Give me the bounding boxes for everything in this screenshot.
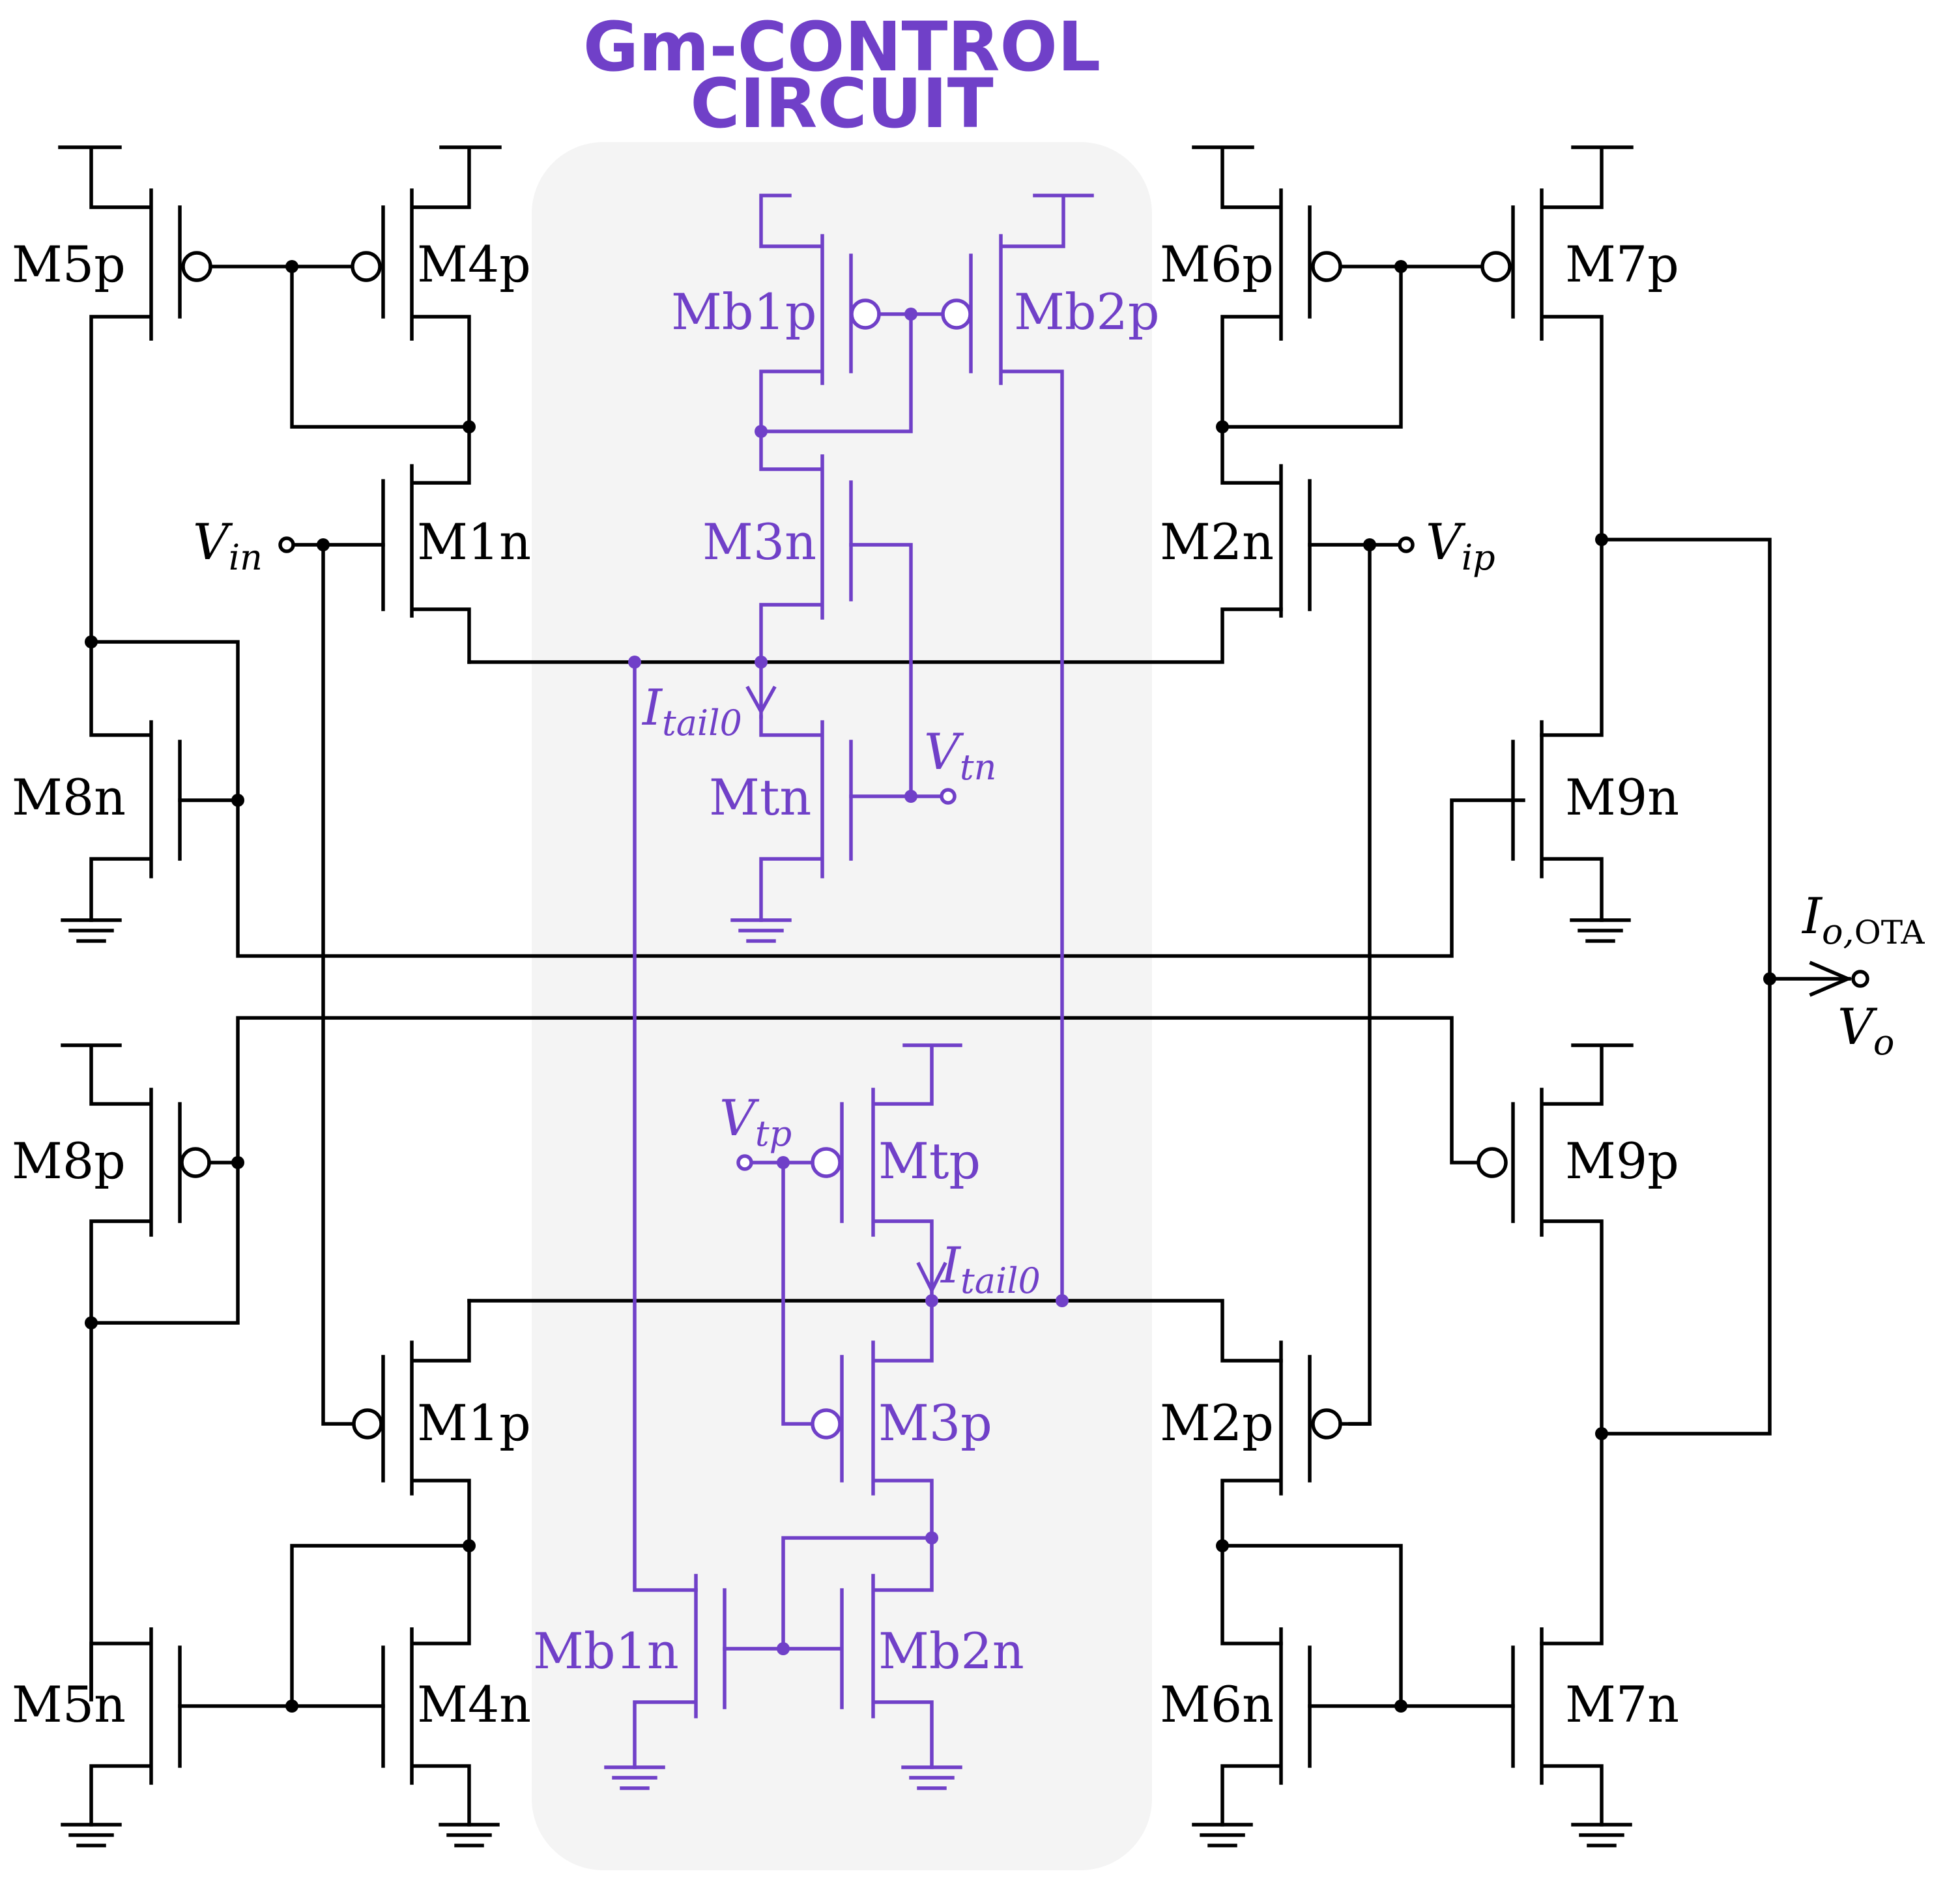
label-io-ota: Io,OTA [1801,887,1925,952]
label-m2p: M2p [1160,1394,1274,1452]
label-itail-top: Itail0 [641,678,742,744]
transistor-labels: M5p M4p M1n M8n M8p M1p M5n M4n M6p M7p … [12,235,1679,1733]
label-mb2n: Mb2n [878,1622,1024,1680]
label-vip: Vip [1426,513,1495,578]
node-labels: Vin Vip Vtn Vtp Itail0 Itail0 Io,OTA Vo [193,513,1925,1301]
label-mtp: Mtp [878,1132,981,1190]
label-m3p: M3p [878,1394,992,1452]
label-vtp: Vtp [719,1089,792,1154]
panel-title-line1: Gm-CONTROL [583,7,1101,87]
transistor-m9n [1511,720,1631,943]
label-mtn: Mtn [709,768,811,826]
label-vo: Vo [1837,998,1894,1063]
transistor-m4p [290,145,502,429]
transistor-m7p [1480,145,1634,737]
label-mb1n: Mb1n [533,1622,679,1680]
transistor-m8n [61,640,1525,958]
transistor-m8p [61,1016,1480,1701]
transistors-m5n-m4n [61,1544,500,1847]
label-m7n: M7n [1565,1675,1679,1733]
label-m7p: M7p [1565,235,1679,293]
label-itail-bottom: Itail0 [940,1236,1041,1301]
label-m6n: M6n [1160,1675,1274,1733]
label-m9n: M9n [1565,768,1679,826]
gm-control-panel [532,142,1152,1870]
label-mb2p: Mb2p [1014,283,1159,341]
transistor-m2n [1220,425,1415,1426]
label-m4n: M4n [417,1675,531,1733]
label-m5p: M5p [12,235,126,293]
label-m8p: M8p [12,1132,126,1190]
right-half-circuit [1192,145,1869,1847]
label-m8n: M8n [12,768,126,826]
transistor-m1p [352,1299,1283,1548]
left-half-circuit [58,145,1525,1847]
junction-dots [85,260,1776,1713]
label-m6p: M6p [1160,235,1274,293]
transistor-m2p [1220,1340,1372,1645]
label-mb1p: Mb1p [671,283,816,341]
label-m1p: M1p [417,1394,531,1452]
label-vtn: Vtn [924,723,996,788]
label-m3n: M3n [702,513,816,571]
label-m4p: M4p [417,235,531,293]
gm-control-circuit [604,194,1094,1790]
label-m9p: M9p [1565,1132,1679,1190]
panel-title-line2: CIRCUIT [690,64,994,143]
transistors-m6n-m7n [1192,1544,1632,1847]
transistor-m6p [1192,145,1484,429]
transistor-m1n [278,425,471,664]
output-network [1600,538,1869,1436]
label-vin: Vin [193,513,263,578]
label-m1n: M1n [417,513,531,571]
label-m2n: M2n [1160,513,1274,571]
transistor-m9p [1477,1043,1634,1645]
label-m5n: M5n [12,1675,126,1733]
